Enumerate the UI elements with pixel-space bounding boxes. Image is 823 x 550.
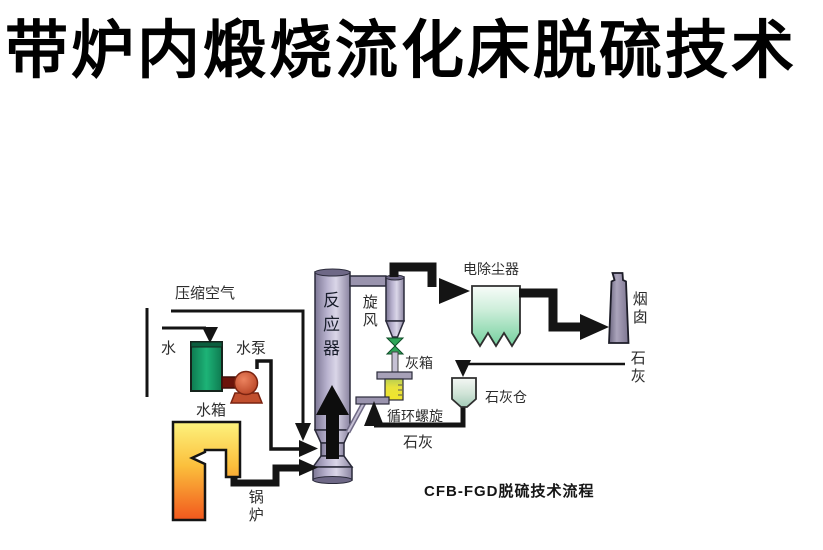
- chimney-stack: [608, 272, 630, 344]
- label-water: 水: [161, 340, 177, 357]
- cyclone-cone: [384, 320, 406, 338]
- electrostatic-precipitator: [471, 285, 521, 348]
- diagram-caption: CFB-FGD脱硫技术流程: [424, 483, 595, 500]
- pump-discharge-line: [255, 359, 301, 451]
- arrow-right-boiler-icon: [299, 459, 318, 476]
- page-title: 带炉内煅烧流化床脱硫技术: [5, 16, 797, 86]
- cyclone-esp-line: [389, 262, 437, 287]
- label-cyclone: 旋风: [360, 294, 378, 330]
- label-lime-bottom: 石灰: [403, 434, 434, 451]
- arrow-down-lime-icon: [455, 360, 471, 377]
- rotary-valve: [385, 337, 405, 355]
- water-tank-top: [190, 341, 223, 348]
- lime-silo: [451, 377, 477, 408]
- reactor-base-cap: [312, 476, 353, 484]
- esp-chimney-line: [519, 288, 582, 332]
- water-pump: [221, 370, 264, 404]
- label-esp: 电除尘器: [463, 261, 519, 277]
- water-tank-body: [190, 341, 223, 392]
- reactor: [311, 268, 354, 484]
- arrow-down-water-icon: [202, 327, 218, 343]
- arrow-down-air-icon: [295, 423, 311, 441]
- ash-box-scale-marks: [398, 384, 402, 396]
- label-circulating-screw: 循环螺旋: [387, 408, 443, 424]
- arrow-right-esp-icon: [439, 278, 470, 304]
- water-tank: [190, 341, 223, 392]
- up-arrow-icon: [316, 385, 349, 459]
- boiler-shape: [171, 420, 242, 522]
- screw-platform: [355, 396, 390, 405]
- label-boiler: 锅炉: [246, 489, 264, 525]
- label-reactor: 反应器: [320, 291, 340, 363]
- label-chimney: 烟囱: [630, 291, 648, 327]
- reactor-top-cap: [314, 268, 351, 277]
- ash-box: [376, 371, 413, 401]
- pump-body: [233, 370, 259, 396]
- boiler-flue-line: [230, 464, 300, 487]
- silo-screw-line: [374, 406, 466, 428]
- arrow-up-screw-icon: [364, 401, 384, 426]
- reactor-cyclone-duct: [349, 275, 387, 287]
- label-compressed-air: 压缩空气: [175, 285, 236, 302]
- cyclone-body: [385, 276, 405, 322]
- cyclone: [384, 274, 406, 338]
- label-lime-silo: 石灰仓: [485, 389, 527, 405]
- label-water-pump: 水泵: [236, 340, 267, 357]
- arrow-right-chimney-icon: [580, 314, 609, 340]
- compressed-air-line: [171, 309, 305, 425]
- label-ash-box: 灰箱: [405, 355, 433, 371]
- arrow-right-pump-icon: [299, 440, 318, 457]
- label-lime-right: 石灰: [628, 350, 646, 386]
- valve-drop-pipe: [391, 351, 399, 374]
- label-water-tank: 水箱: [196, 402, 227, 419]
- valve-upper: [385, 337, 405, 347]
- ash-box-cap: [376, 371, 413, 380]
